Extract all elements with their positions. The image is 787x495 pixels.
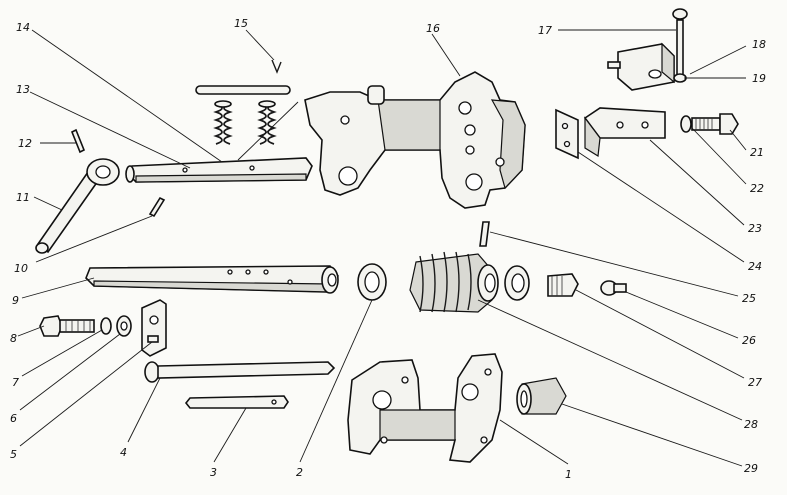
callout-23: 23 bbox=[748, 222, 762, 235]
callout-3: 3 bbox=[210, 466, 217, 479]
part-16-housing bbox=[304, 71, 526, 209]
callout-26: 26 bbox=[742, 334, 756, 347]
part-pin-top bbox=[195, 85, 291, 95]
part-21-bolt bbox=[691, 113, 739, 135]
part-12-pin bbox=[70, 128, 86, 154]
part-1-lower-bracket bbox=[347, 353, 503, 463]
callout-8: 8 bbox=[10, 332, 17, 345]
part-10-pin bbox=[148, 196, 166, 218]
callout-29: 29 bbox=[744, 462, 758, 475]
part-25-pin bbox=[479, 221, 490, 247]
callout-9: 9 bbox=[12, 294, 19, 307]
callout-1: 1 bbox=[565, 468, 572, 481]
part-9-shaft bbox=[85, 265, 339, 294]
part-22-washer bbox=[680, 115, 692, 133]
part-springs bbox=[213, 100, 277, 145]
part-27-screw-plug bbox=[547, 273, 579, 297]
callout-17: 17 bbox=[538, 24, 552, 37]
part-8-bolt bbox=[39, 315, 95, 337]
callout-4: 4 bbox=[120, 446, 127, 459]
part-2-ring bbox=[357, 263, 387, 301]
callout-labels: 1 2 3 4 5 6 7 8 9 10 11 12 13 14 15 16 1… bbox=[10, 17, 766, 481]
part-23-bracket bbox=[583, 107, 666, 158]
callout-11: 11 bbox=[16, 191, 30, 204]
callout-10: 10 bbox=[14, 262, 28, 275]
callout-7: 7 bbox=[12, 376, 19, 389]
part-15-cotter-pin bbox=[271, 59, 282, 74]
part-29-bushing bbox=[516, 377, 567, 415]
leader-lines bbox=[17, 29, 747, 467]
part-24-plate bbox=[555, 108, 579, 160]
callout-16: 16 bbox=[426, 22, 440, 35]
callout-6: 6 bbox=[10, 412, 17, 425]
callout-24: 24 bbox=[748, 260, 762, 273]
part-18-19-switch-housing bbox=[607, 42, 687, 91]
callout-12: 12 bbox=[18, 137, 32, 150]
part-7-washer bbox=[100, 317, 112, 335]
callout-2: 2 bbox=[296, 466, 303, 479]
callout-28: 28 bbox=[744, 418, 758, 431]
callout-19: 19 bbox=[752, 72, 766, 85]
callout-18: 18 bbox=[752, 38, 766, 51]
part-26-nipple bbox=[600, 280, 627, 296]
part-28-worm-gear bbox=[409, 251, 499, 313]
callout-13: 13 bbox=[16, 83, 30, 96]
callout-25: 25 bbox=[742, 292, 756, 305]
part-11-lever bbox=[35, 158, 120, 254]
part-3-pin bbox=[184, 395, 289, 409]
part-17-bolt bbox=[672, 8, 688, 79]
part-27-plug bbox=[504, 265, 530, 301]
part-6-washer bbox=[116, 315, 132, 337]
callout-5: 5 bbox=[10, 448, 17, 461]
callout-14: 14 bbox=[16, 21, 30, 34]
callout-15: 15 bbox=[234, 17, 248, 30]
callout-21: 21 bbox=[750, 146, 764, 159]
callout-27: 27 bbox=[748, 376, 762, 389]
callout-22: 22 bbox=[750, 182, 764, 195]
part-13-shaft bbox=[125, 157, 313, 183]
part-4-rod bbox=[144, 361, 336, 383]
